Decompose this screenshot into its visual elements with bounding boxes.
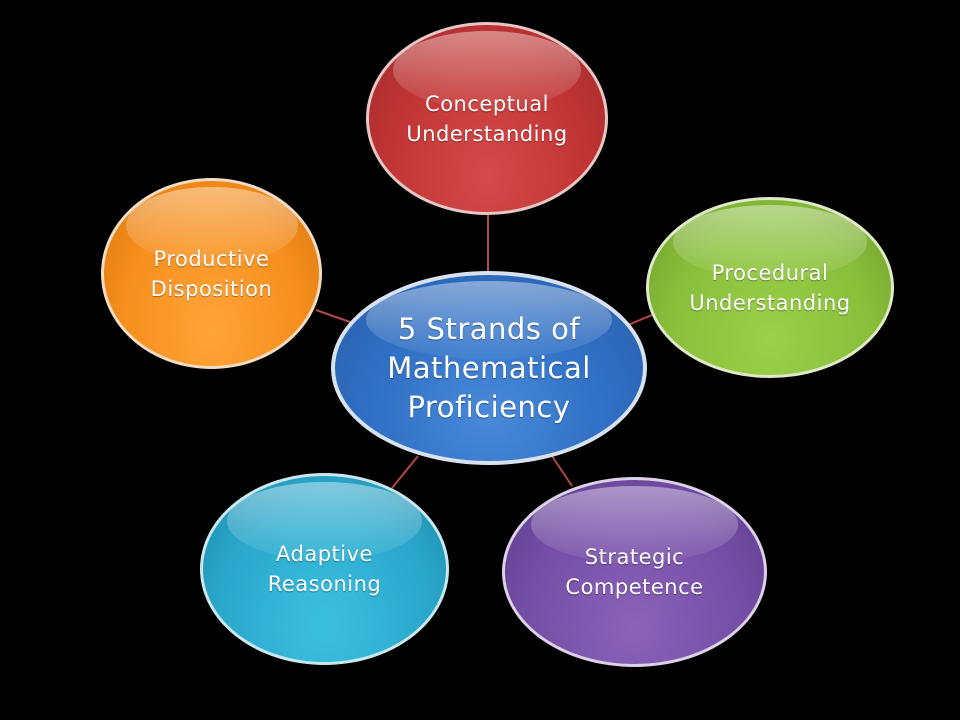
node-label: Productive Disposition	[150, 246, 273, 301]
connector-adaptive	[391, 455, 419, 489]
node-center-title: 5 Strands of Mathematical Proficiency	[331, 271, 647, 465]
node-procedural-understanding: Procedural Understanding	[646, 197, 894, 378]
center-label: 5 Strands of Mathematical Proficiency	[387, 311, 591, 424]
node-strategic-competence: Strategic Competence	[502, 477, 767, 667]
node-productive-disposition: Productive Disposition	[101, 178, 322, 369]
node-label: Adaptive Reasoning	[267, 542, 382, 596]
node-label: Conceptual Understanding	[406, 91, 568, 146]
connector-productive	[315, 309, 351, 323]
node-label: Strategic Competence	[565, 545, 704, 599]
node-conceptual-understanding: Conceptual Understanding	[366, 22, 608, 215]
node-adaptive-reasoning: Adaptive Reasoning	[200, 473, 449, 665]
connector-procedural	[627, 314, 653, 326]
connector-strategic	[551, 455, 573, 487]
node-label: Procedural Understanding	[689, 260, 851, 315]
